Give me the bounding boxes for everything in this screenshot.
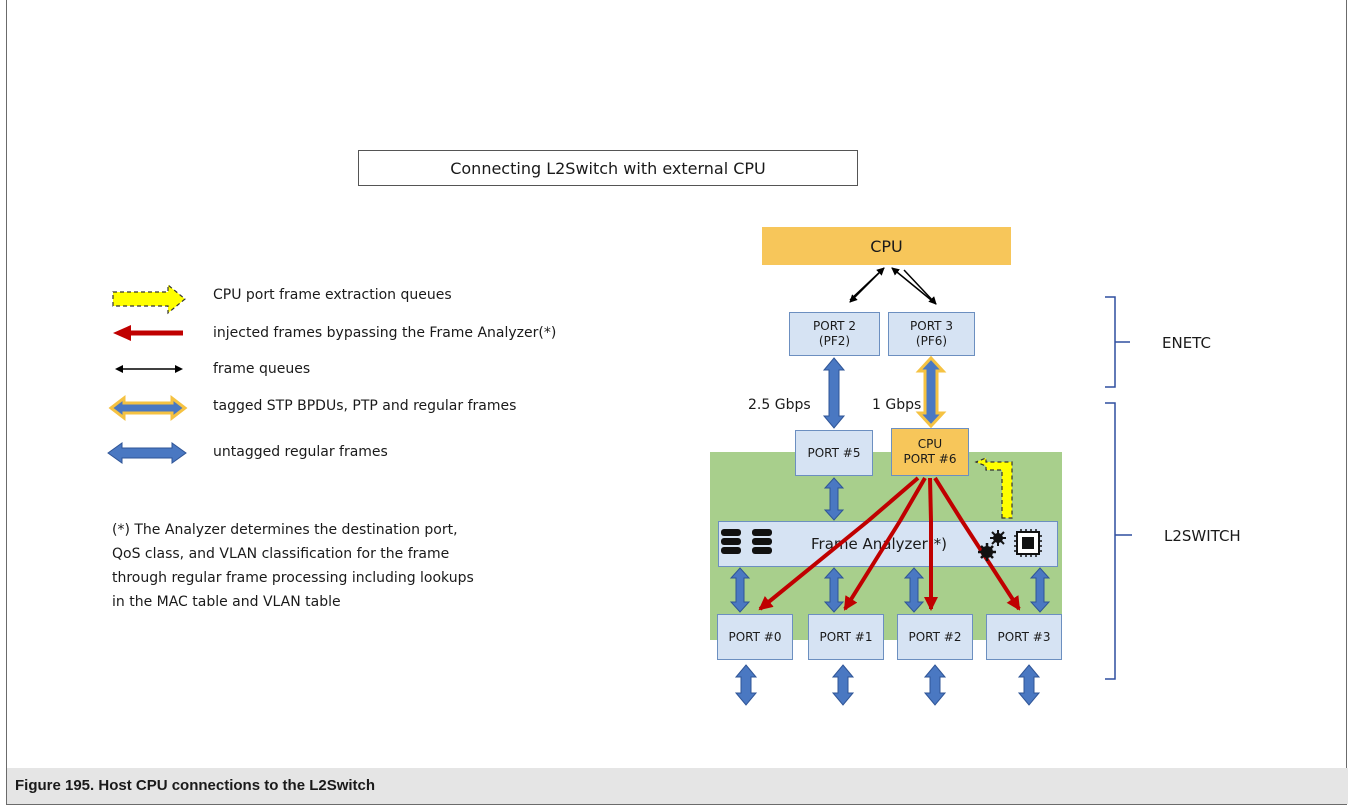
port-5-label: PORT #5 [807,445,861,460]
red-arrow-icon [113,325,183,341]
legend-label-untagged: untagged regular frames [213,444,388,460]
port-3-label: PORT 3 [910,319,953,333]
chip-icon [1014,529,1042,557]
cpu-port-6-box: CPU PORT #6 [891,428,969,476]
port-5-box: PORT #5 [795,430,873,476]
link-port2-port5-arrow [822,357,846,429]
cpu-port-label-1: CPU [917,437,943,451]
note-line: QoS class, and VLAN classification for t… [112,546,450,562]
legend-label-extraction: CPU port frame extraction queues [213,287,452,303]
cpu-port-label-2: PORT #6 [903,452,957,466]
speed-label-right: 1 Gbps [872,397,922,413]
diagram-title: Connecting L2Switch with external CPU [358,150,858,186]
legend-label-frame-queues: frame queues [213,361,311,377]
blue-yellow-double-arrow-icon [108,394,188,422]
extraction-queue-arrow [974,457,1013,519]
port-0-label: PORT #0 [728,629,782,644]
database-icon [752,529,772,554]
port-1-label: PORT #1 [819,629,873,644]
injection-arrows [758,476,1021,611]
caption-bar: Figure 195. Host CPU connections to the … [7,768,1348,804]
external-port-arrows [734,664,1041,706]
link-port5-analyzer-arrow [823,477,845,521]
blue-double-arrow-icon [107,442,187,464]
cpu-box: CPU [762,227,1011,265]
legend-label-tagged: tagged STP BPDUs, PTP and regular frames [213,398,517,414]
frame-analyzer-box: Frame Analyzer(*) [718,521,1058,567]
port-2-label: PORT 2 [813,319,856,333]
black-double-arrow-icon [115,365,183,373]
port-2-box: PORT 2 (PF2) [789,312,880,356]
gears-icon [978,530,1006,561]
figure-frame: Figure 195. Host CPU connections to the … [6,0,1348,805]
yellow-dashed-arrow-icon [112,283,186,315]
enetc-brace [1105,296,1130,388]
port-2-sub: (PF2) [818,334,851,348]
l2switch-label: L2SWITCH [1164,527,1241,545]
note-line: in the MAC table and VLAN table [112,594,341,610]
enetc-label: ENETC [1162,334,1211,352]
port-3-sub: (PF6) [915,334,948,348]
database-icon [721,529,741,554]
legend-label-injected: injected frames bypassing the Frame Anal… [213,325,557,341]
port-2-switch-label: PORT #2 [908,629,962,644]
figure-caption: Figure 195. Host CPU connections to the … [15,777,376,794]
port-1-box: PORT #1 [808,614,884,660]
port-0-box: PORT #0 [717,614,793,660]
port-3-box: PORT 3 (PF6) [888,312,975,356]
l2switch-brace [1105,402,1132,680]
link-port3-cpuport-arrow [915,355,947,429]
port-3-switch-label: PORT #3 [997,629,1051,644]
note-line: through regular frame processing includi… [112,570,474,586]
analyzer-port-links [729,567,1051,613]
port-3-switch-box: PORT #3 [986,614,1062,660]
analyzer-note: (*) The Analyzer determines the destinat… [112,518,632,614]
note-line: (*) The Analyzer determines the destinat… [112,522,458,538]
cpu-port-connections [849,267,937,305]
port-2-switch-box: PORT #2 [897,614,973,660]
speed-label-left: 2.5 Gbps [748,397,811,413]
